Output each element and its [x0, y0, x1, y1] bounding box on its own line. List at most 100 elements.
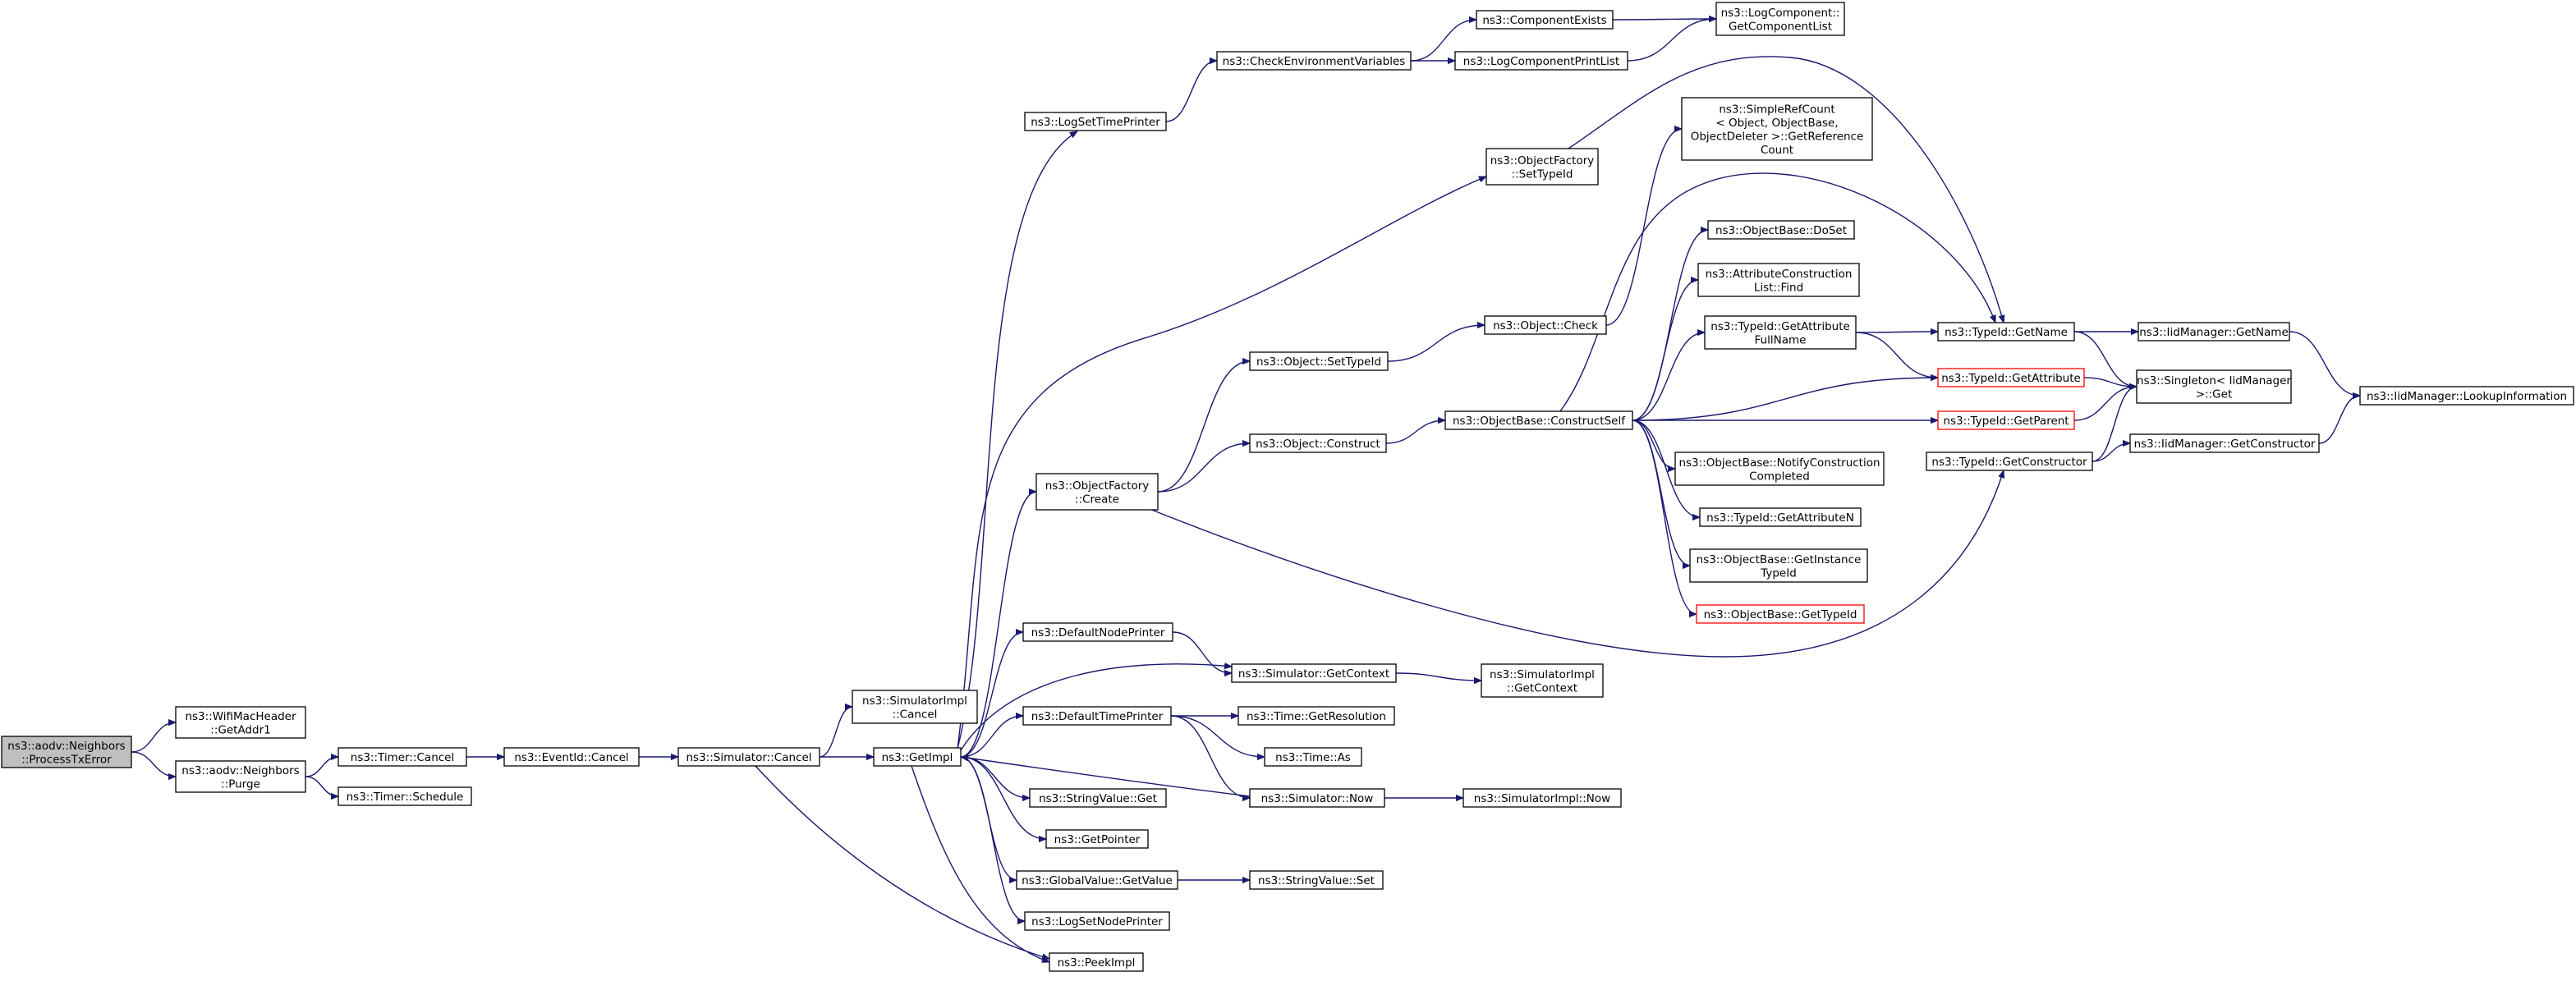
function-node-timercancel[interactable]: ns3::Timer::Cancel — [337, 747, 467, 767]
function-node-componentexists[interactable]: ns3::ComponentExists — [1476, 10, 1614, 30]
node-box — [1, 736, 132, 768]
function-node-timerschedule[interactable]: ns3::Timer::Schedule — [337, 786, 472, 806]
node-label-line: FullName — [1755, 333, 1807, 346]
node-label-line: ::Purge — [221, 777, 260, 791]
function-node-objcheck[interactable]: ns3::Object::Check — [1484, 315, 1607, 335]
call-edge-objcheck-to-simplerefcount — [1605, 129, 1683, 326]
function-node-typeidgetname[interactable]: ns3::TypeId::GetName — [1937, 322, 2075, 342]
function-node-getattributen[interactable]: ns3::TypeId::GetAttributeN — [1699, 507, 1862, 527]
function-node-objconstruct[interactable]: ns3::Object::Construct — [1249, 433, 1387, 453]
node-label-line: ns3::ObjectBase::GetTypeId — [1704, 608, 1857, 621]
function-node-checkenv[interactable]: ns3::CheckEnvironmentVariables — [1216, 51, 1412, 71]
node-label-line: ns3::SimpleRefCount — [1719, 103, 1834, 116]
function-node-globalvaluegetvalue[interactable]: ns3::GlobalValue::GetValue — [1016, 870, 1178, 890]
node-box — [1481, 663, 1604, 698]
function-node-simimplgetcontext[interactable]: ns3::SimulatorImpl::GetContext — [1481, 663, 1604, 698]
call-edge-typeidgetname-to-singletonget — [2073, 331, 2137, 387]
node-box — [1237, 706, 1395, 726]
node-label-line: ns3::StringValue::Set — [1258, 874, 1375, 887]
call-edge-getimpl-to-logsettimeprinter — [957, 131, 1077, 750]
function-node-constructself[interactable]: ns3::ObjectBase::ConstructSelf — [1444, 410, 1633, 430]
call-edge-typeidgetparent-to-singletonget — [2073, 387, 2137, 421]
function-node-getimpl[interactable]: ns3::GetImpl — [873, 747, 962, 767]
node-box — [1016, 870, 1178, 890]
call-edge-ofcreate-to-objsettypeid — [1157, 361, 1250, 493]
function-node-simgetcontext[interactable]: ns3::Simulator::GetContext — [1231, 663, 1397, 683]
function-node-getcomponentlist[interactable]: ns3::LogComponent::GetComponentList — [1715, 2, 1845, 36]
function-node-defaultnodeprinter[interactable]: ns3::DefaultNodePrinter — [1022, 622, 1173, 642]
node-box — [2137, 322, 2290, 342]
node-label-line: ns3::DefaultNodePrinter — [1031, 626, 1165, 639]
function-node-iidmgrlookup[interactable]: ns3::IidManager::LookupInformation — [2359, 386, 2574, 406]
node-label-line: ns3::TypeId::GetParent — [1943, 415, 2069, 428]
function-node-ofcreate[interactable]: ns3::ObjectFactory::Create — [1035, 473, 1159, 511]
node-label-line: ns3::DefaultTimePrinter — [1031, 710, 1164, 723]
node-box — [1022, 706, 1172, 726]
function-node-logsettimeprinter[interactable]: ns3::LogSetTimePrinter — [1024, 112, 1167, 131]
function-node-peekimpl[interactable]: ns3::PeekImpl — [1049, 952, 1144, 972]
node-label-line: ns3::LogComponent:: — [1721, 7, 1840, 20]
node-label-line: ns3::ObjectBase::ConstructSelf — [1453, 415, 1626, 428]
function-node-simplerefcount[interactable]: ns3::SimpleRefCount< Object, ObjectBase,… — [1681, 97, 1873, 161]
node-label-line: ns3::AttributeConstruction — [1706, 268, 1853, 281]
function-node-eventidcancel[interactable]: ns3::EventId::Cancel — [503, 747, 640, 767]
node-label-line: ns3::ObjectFactory — [1490, 154, 1595, 167]
node-box — [1697, 263, 1860, 297]
function-node-simimplcancel[interactable]: ns3::SimulatorImpl::Cancel — [852, 690, 978, 724]
function-node-getpointer[interactable]: ns3::GetPointer — [1045, 829, 1149, 849]
node-label-line: ns3::IidManager::LookupInformation — [2367, 390, 2567, 403]
node-box — [1484, 315, 1607, 335]
call-edge-processtxerror-to-getaddr1 — [131, 722, 177, 753]
function-node-stringvalueget[interactable]: ns3::StringValue::Get — [1029, 788, 1167, 808]
node-box — [1249, 870, 1384, 890]
node-label-line: ns3::TypeId::GetAttributeN — [1706, 511, 1854, 525]
function-node-timegetresolution[interactable]: ns3::Time::GetResolution — [1237, 706, 1395, 726]
function-node-stringvalueset[interactable]: ns3::StringValue::Set — [1249, 870, 1384, 890]
function-node-purge[interactable]: ns3::aodv::Neighbors::Purge — [175, 760, 306, 793]
function-node-objbasegettypeid[interactable]: ns3::ObjectBase::GetTypeId — [1696, 604, 1865, 624]
function-node-ofsettypeid[interactable]: ns3::ObjectFactory::SetTypeId — [1485, 148, 1599, 186]
function-node-iidmgrgetname[interactable]: ns3::IidManager::GetName — [2137, 322, 2290, 342]
function-node-defaulttimeprinter[interactable]: ns3::DefaultTimePrinter — [1022, 706, 1172, 726]
function-node-doset[interactable]: ns3::ObjectBase::DoSet — [1707, 220, 1855, 240]
call-edge-simcancel-to-simimplcancel — [819, 707, 853, 758]
node-label-line: ::Cancel — [893, 708, 938, 721]
function-node-getaddr1[interactable]: ns3::WifiMacHeader::GetAddr1 — [175, 706, 306, 739]
node-label-line: ns3::TypeId::GetName — [1945, 326, 2068, 339]
function-node-typeidgetattribute[interactable]: ns3::TypeId::GetAttribute — [1937, 368, 2085, 387]
function-node-iidmgrgetconstructor[interactable]: ns3::IidManager::GetConstructor — [2129, 433, 2320, 453]
function-node-simnow[interactable]: ns3::Simulator::Now — [1249, 788, 1385, 808]
node-label-line: ObjectDeleter >::GetReference — [1691, 130, 1864, 143]
node-box — [1689, 548, 1868, 583]
function-node-processtxerror[interactable]: ns3::aodv::Neighbors::ProcessTxError — [1, 736, 132, 768]
function-node-timeas[interactable]: ns3::Time::As — [1264, 747, 1362, 767]
function-node-objsettypeid[interactable]: ns3::Object::SetTypeId — [1249, 351, 1389, 371]
node-box — [503, 747, 640, 767]
call-edge-simgetcontext-to-simimplgetcontext — [1395, 672, 1481, 681]
node-box — [873, 747, 962, 767]
call-edge-checkenv-to-componentexists — [1410, 20, 1476, 62]
function-node-typeidgetconstructor[interactable]: ns3::TypeId::GetConstructor — [1926, 452, 2093, 471]
function-node-logcomponentprintlist[interactable]: ns3::LogComponentPrintList — [1454, 51, 1628, 71]
call-edges — [131, 19, 2361, 962]
node-box — [1024, 112, 1167, 131]
function-node-simcancel[interactable]: ns3::Simulator::Cancel — [677, 747, 820, 767]
call-edge-iidmgrgetname-to-iidmgrlookup — [2289, 331, 2360, 396]
node-box — [1045, 829, 1149, 849]
node-label-line: ns3::IidManager::GetConstructor — [2134, 438, 2316, 451]
function-node-singletonget[interactable]: ns3::Singleton< IidManager >::Get — [2136, 369, 2292, 404]
node-box — [1937, 368, 2085, 387]
node-label-line: ns3::TypeId::GetConstructor — [1931, 456, 2087, 469]
function-node-notifyconstruction[interactable]: ns3::ObjectBase::NotifyConstructionCompl… — [1674, 452, 1885, 486]
node-label-line: < Object, ObjectBase, — [1715, 117, 1838, 130]
function-node-logsetnodeprinter[interactable]: ns3::LogSetNodePrinter — [1024, 911, 1170, 931]
node-label-line: ns3::LogSetNodePrinter — [1031, 915, 1163, 928]
function-node-simimplnow[interactable]: ns3::SimulatorImpl::Now — [1462, 788, 1622, 808]
node-label-line: ns3::GetImpl — [882, 751, 953, 764]
function-node-typeidgetparent[interactable]: ns3::TypeId::GetParent — [1937, 410, 2075, 430]
node-box — [1937, 410, 2075, 430]
